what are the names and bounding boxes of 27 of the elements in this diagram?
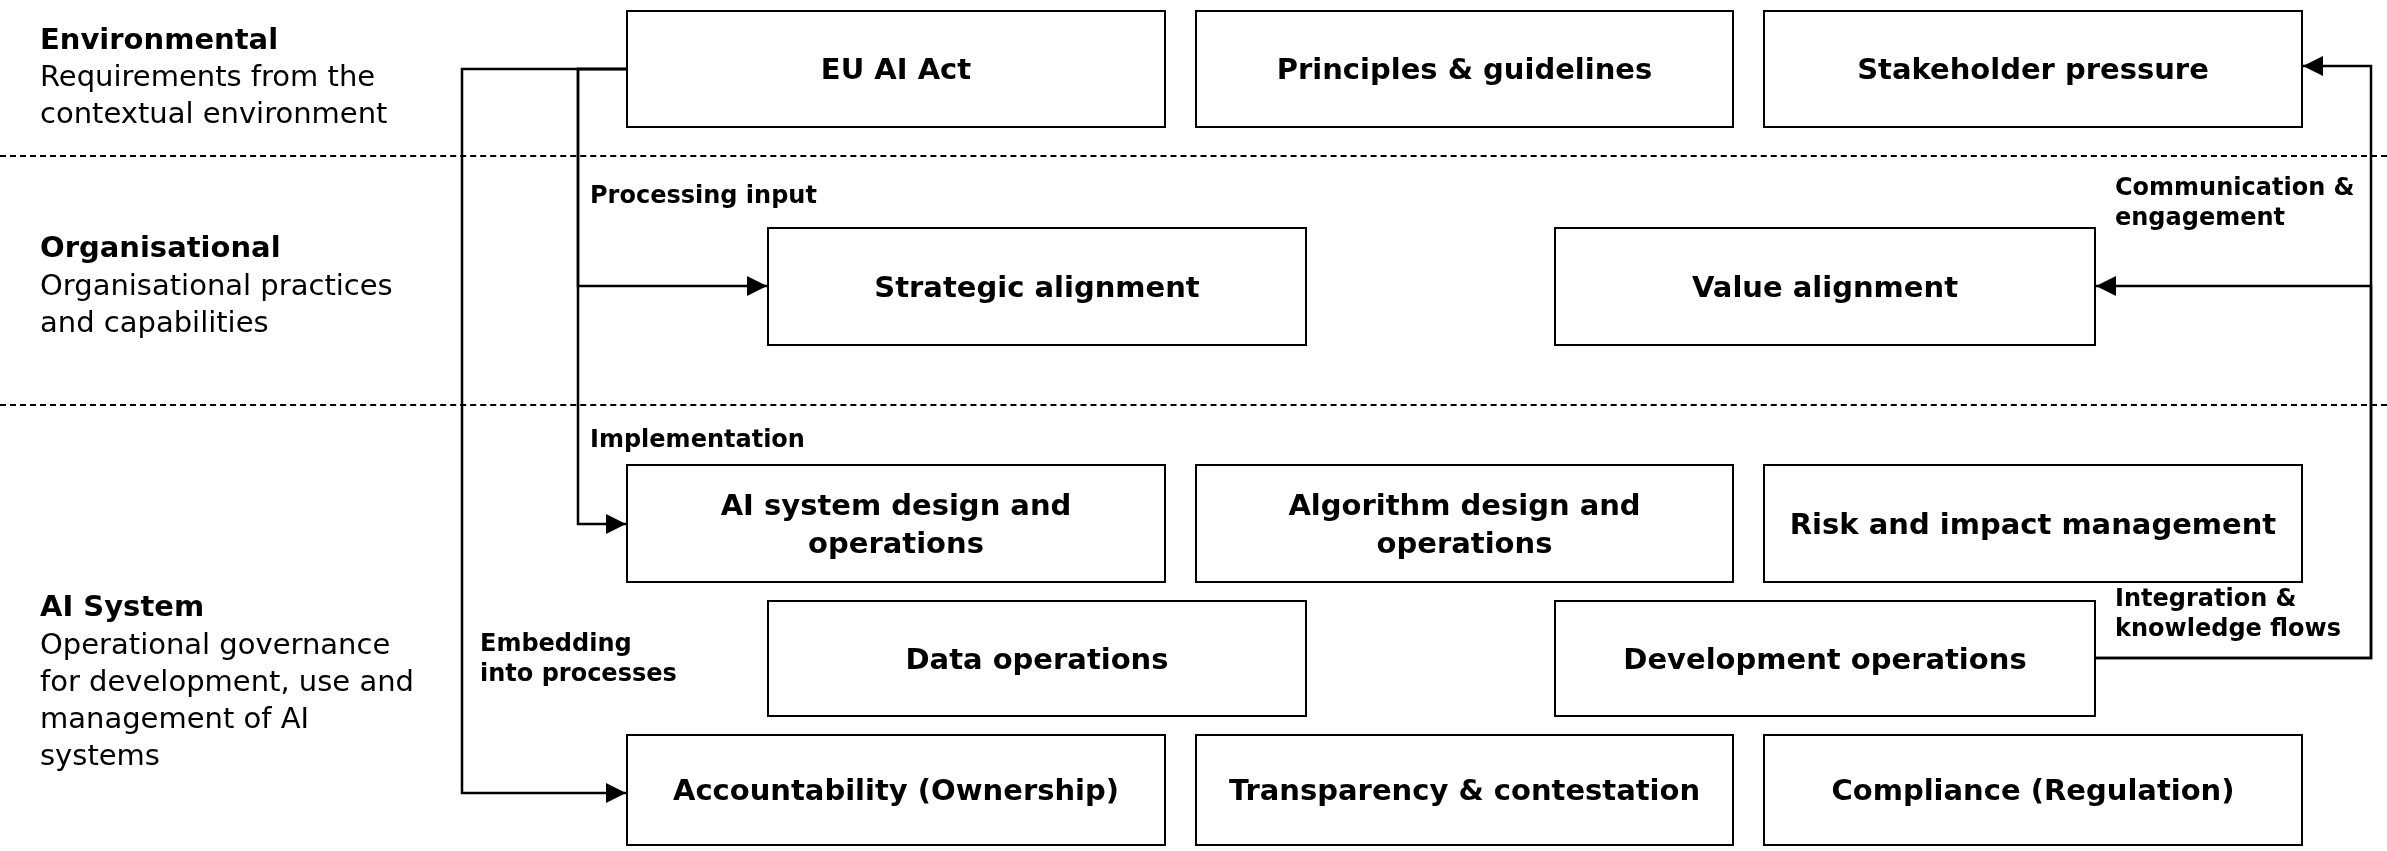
process-box: Transparency & contestation (1195, 734, 1734, 846)
layer-heading: Organisational (40, 230, 281, 264)
process-box: Development operations (1554, 600, 2096, 717)
process-box: Strategic alignment (767, 227, 1307, 346)
edge-label: Implementation (590, 424, 806, 454)
edge-label: Embedding into processes (480, 628, 678, 688)
edge-label: Processing input (590, 180, 818, 210)
process-box: Compliance (Regulation) (1763, 734, 2303, 846)
process-box: Stakeholder pressure (1763, 10, 2303, 128)
layer-description: Requirements from the contextual environment (40, 58, 389, 132)
edge-label: Integration & knowledge flows (2115, 583, 2342, 643)
layer-heading: Environmental (40, 22, 279, 56)
arrow (2096, 56, 2373, 660)
process-box: EU AI Act (626, 10, 1166, 128)
process-box: AI system design and operations (626, 464, 1166, 583)
process-box: Value alignment (1554, 227, 2096, 346)
process-box: Principles & guidelines (1195, 10, 1734, 128)
layer-description: Operational governance for development, use and management of AI systems (40, 626, 415, 774)
edge-label: Communication & engagement (2115, 172, 2356, 232)
arrow (576, 67, 626, 534)
process-box: Accountability (Ownership) (626, 734, 1166, 846)
layer-heading: AI System (40, 589, 205, 623)
process-box: Algorithm design and operations (1195, 464, 1734, 583)
process-box: Risk and impact management (1763, 464, 2303, 583)
process-box: Data operations (767, 600, 1307, 717)
arrow (460, 67, 626, 803)
layer-description: Organisational practices and capabilities (40, 267, 394, 341)
